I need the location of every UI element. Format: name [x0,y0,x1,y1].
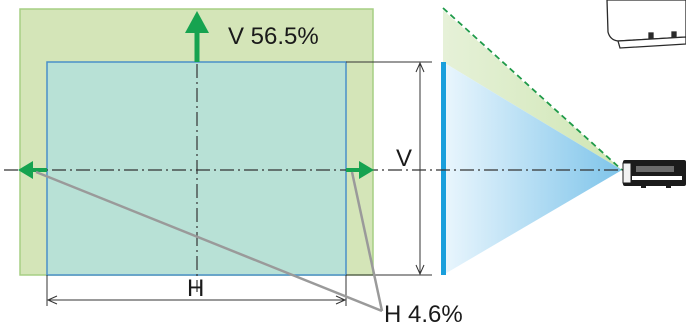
vertical-dimension-label: V [396,145,412,172]
horizontal-shift-callout [35,170,384,313]
vertical-shift-label: V 56.5% [228,23,319,50]
projector-raised-icon [606,0,686,49]
horizontal-dimension-label: H [187,275,204,302]
arrow-icon [18,161,47,179]
arrow-icon [346,161,374,179]
projector-side-icon [622,160,686,188]
horizontal-shift-label: H 4.6% [384,301,463,326]
projection-beam [443,62,622,275]
horizontal-dimension-line [46,295,347,305]
arrow-icon [185,11,209,62]
beam-shift-boundary [442,7,623,171]
screen-side-bar [441,62,446,275]
vertical-dimension-line [415,61,425,276]
